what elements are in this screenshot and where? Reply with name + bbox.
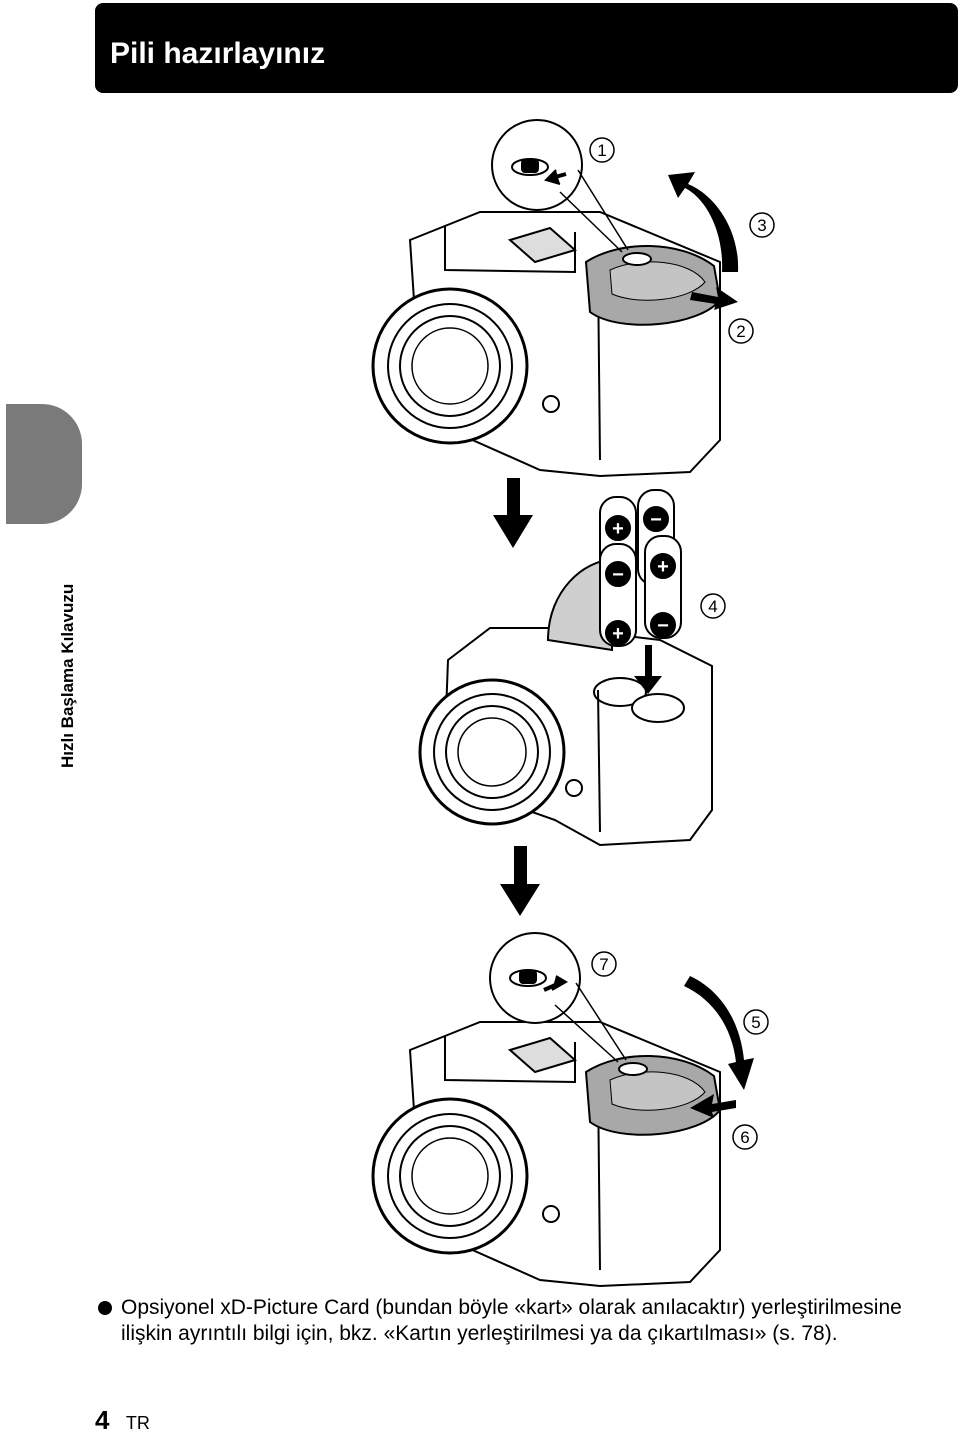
lock-switch-detail — [491, 119, 629, 253]
svg-text:2: 2 — [736, 322, 745, 341]
insert-arrow — [634, 645, 662, 694]
svg-text:1: 1 — [597, 141, 606, 160]
battery-minus-icon: − — [612, 564, 624, 586]
page-footer: 4 TR — [95, 1405, 150, 1436]
battery-set — [599, 489, 682, 647]
svg-text:5: 5 — [751, 1013, 760, 1032]
svg-text:3: 3 — [757, 216, 766, 235]
battery-minus-icon: − — [650, 509, 662, 531]
svg-text:4: 4 — [708, 597, 717, 616]
svg-text:6: 6 — [740, 1128, 749, 1147]
step-marker-2: 2 — [728, 318, 754, 344]
slide-in-arrow — [690, 1094, 736, 1118]
page-title-bar: Pili hazırlayınız — [95, 3, 958, 93]
battery-minus-icon: − — [657, 615, 669, 637]
page-number: 4 — [95, 1405, 110, 1435]
rotate-close-arrow — [684, 976, 754, 1090]
rotate-open-arrow — [668, 172, 739, 272]
step-marker-7: 7 — [591, 951, 617, 977]
battery-plus-icon: + — [657, 556, 669, 578]
step-marker-3: 3 — [749, 212, 775, 238]
svg-text:7: 7 — [599, 955, 608, 974]
down-arrow-1 — [493, 478, 533, 548]
step-marker-5: 5 — [743, 1009, 769, 1035]
lock-switch-detail — [489, 932, 627, 1063]
bullet-icon — [98, 1301, 112, 1315]
language-code: TR — [125, 1413, 150, 1433]
camera-open-cover — [371, 211, 722, 478]
step-marker-6: 6 — [732, 1124, 758, 1150]
battery-plus-icon: + — [612, 518, 624, 540]
step-marker-4: 4 — [700, 593, 726, 619]
battery-plus-icon: + — [612, 623, 624, 645]
down-arrow-2 — [500, 846, 540, 916]
slide-out-arrow — [690, 287, 738, 310]
card-note-text: Opsiyonel xD-Picture Card (bundan böyle … — [121, 1296, 902, 1345]
camera-close-cover — [371, 1021, 722, 1288]
page-title: Pili hazırlayınız — [110, 37, 326, 70]
card-note: Opsiyonel xD-Picture Card (bundan böyle … — [95, 1295, 935, 1347]
section-tab — [6, 404, 82, 524]
step-marker-1: 1 — [589, 137, 615, 163]
